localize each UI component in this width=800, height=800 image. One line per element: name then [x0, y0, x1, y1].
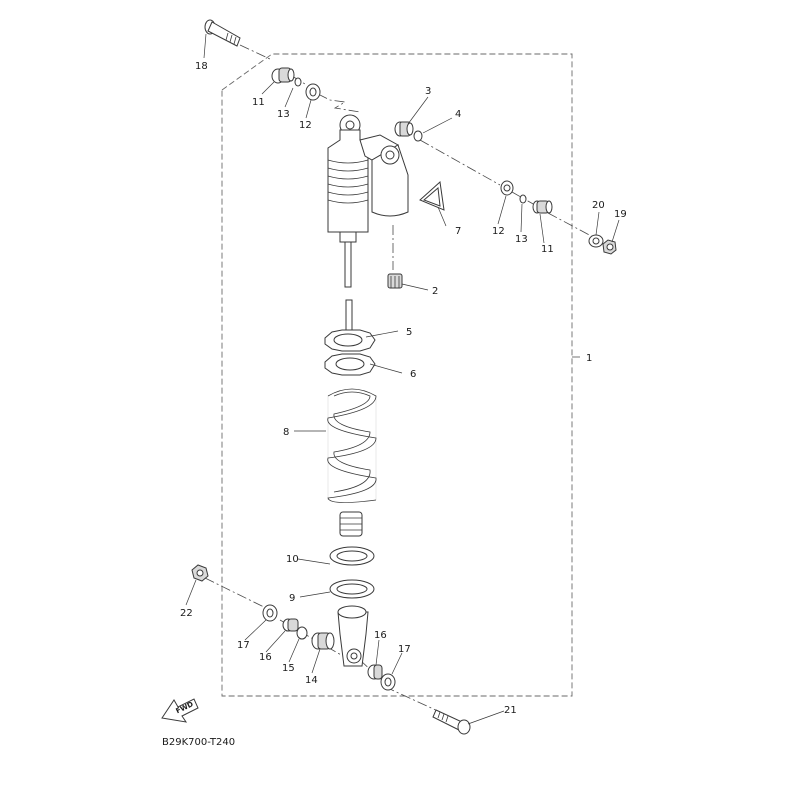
cap-2	[387, 273, 403, 289]
adjuster-nut-6	[324, 353, 376, 376]
assembly-boundary	[221, 53, 573, 697]
collar-16-left	[282, 618, 299, 632]
callout-20: 20	[592, 200, 605, 211]
callout-17-left: 17	[237, 640, 250, 651]
bolt-21	[432, 709, 471, 735]
spring-seat-stopper-9	[329, 579, 375, 599]
lock-nut-5	[324, 329, 376, 352]
callout-12-right: 12	[492, 226, 505, 237]
callout-7: 7	[455, 226, 461, 237]
oring-13-right	[519, 194, 527, 204]
collar-16-right	[367, 664, 383, 680]
coil-spring-8	[327, 388, 377, 503]
bushing-3	[394, 121, 414, 137]
callout-8: 8	[283, 427, 289, 438]
spring-guide-rod	[345, 299, 353, 331]
washer-12-upper	[305, 83, 321, 101]
collar-11-upper	[271, 67, 295, 84]
callout-11-upper: 11	[252, 97, 265, 108]
leader-lines	[185, 33, 620, 725]
callout-3: 3	[425, 86, 431, 97]
callout-11-right: 11	[541, 244, 554, 255]
callout-1: 1	[586, 353, 592, 364]
callout-17-right: 17	[398, 644, 411, 655]
lower-clevis	[337, 605, 369, 667]
callout-10: 10	[286, 554, 299, 565]
oil-seal-15	[296, 626, 308, 640]
callout-2: 2	[432, 286, 438, 297]
callout-21: 21	[504, 705, 517, 716]
callout-22: 22	[180, 608, 193, 619]
callout-16-right: 16	[374, 630, 387, 641]
callout-6: 6	[410, 369, 416, 380]
callout-15: 15	[282, 663, 295, 674]
washer-17-right	[380, 673, 396, 691]
washer-20	[588, 234, 604, 248]
callout-19: 19	[614, 209, 627, 220]
callout-12-upper: 12	[299, 120, 312, 131]
callout-18: 18	[195, 61, 208, 72]
callout-4: 4	[455, 109, 461, 120]
oring-13-upper	[294, 77, 302, 87]
diagram-code: B29K700-T240	[162, 737, 235, 748]
bolt-18	[204, 19, 241, 47]
callout-9: 9	[289, 593, 295, 604]
callout-13-right: 13	[515, 234, 528, 245]
washer-17-left	[262, 604, 278, 622]
collar-11-right	[532, 200, 553, 214]
bump-stop	[339, 511, 363, 537]
bearing-14	[311, 632, 335, 650]
fwd-arrow-icon: FWD	[161, 698, 199, 723]
nut-22	[191, 564, 209, 582]
oring-4	[413, 130, 423, 142]
callout-13-upper: 13	[277, 109, 290, 120]
spring-seat-10	[329, 546, 375, 566]
clip-7	[419, 181, 445, 211]
washer-12-right	[500, 180, 514, 196]
nut-19	[602, 239, 617, 255]
callout-5: 5	[406, 327, 412, 338]
callout-16-left: 16	[259, 652, 272, 663]
callout-14: 14	[305, 675, 318, 686]
shock-absorber-body	[327, 114, 409, 288]
